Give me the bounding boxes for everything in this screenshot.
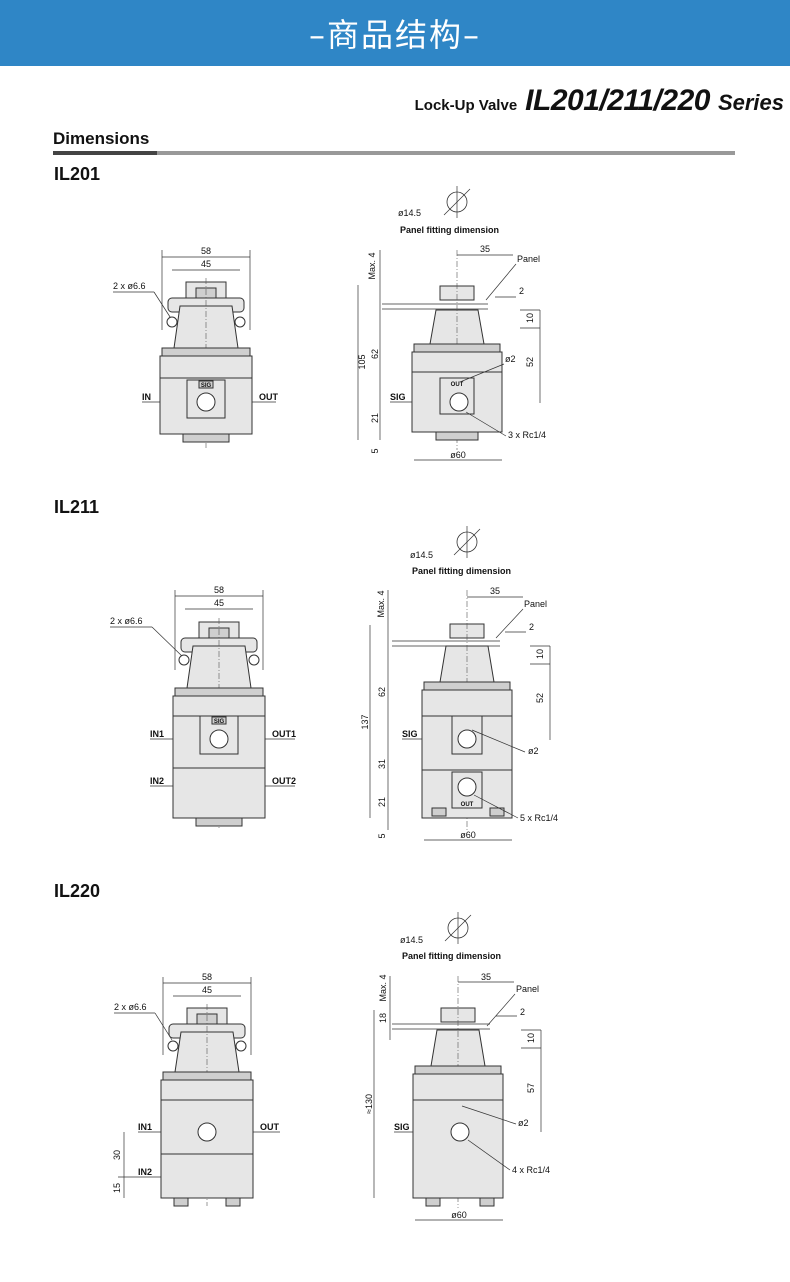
il211-side-sig: SIG <box>402 729 418 739</box>
il220-side-o60: ø60 <box>451 1210 467 1220</box>
il201-side-o2: ø2 <box>505 354 516 364</box>
il220-side-pfdia: ø14.5 <box>400 935 423 945</box>
il201-side-d52: 52 <box>525 357 535 367</box>
il220-side-d2: 2 <box>520 1007 525 1017</box>
il211-side-pflabel: Panel fitting dimension <box>412 566 511 576</box>
series-title: Lock-Up Valve IL201/211/220 Series <box>415 84 784 118</box>
il220-front-d30: 30 <box>112 1150 122 1160</box>
il211-front-out1: OUT1 <box>272 729 296 739</box>
il220-side-ports: 4 x Rc1/4 <box>512 1165 550 1175</box>
il220-side-d18: 18 <box>378 1013 388 1023</box>
il220-front-d15: 15 <box>112 1183 122 1193</box>
il211-side-view: ø14.5 Panel fitting dimension 35 Panel 2… <box>360 526 558 841</box>
il211-front-d45: 45 <box>214 598 224 608</box>
il201-side-d62: 62 <box>370 349 380 359</box>
il220-front-holes: 2 x ø6.6 <box>114 1002 147 1012</box>
il211-front-view: 58 45 2 x ø6.6 SIG IN1 OUT1 IN2 OUT2 <box>110 585 296 828</box>
il220-front-view: 58 45 2 x ø6.6 IN1 OUT IN2 30 15 <box>112 972 280 1207</box>
il211-side-d52: 52 <box>535 693 545 703</box>
il201-front-out: OUT <box>259 392 279 402</box>
il211-side-d21: 21 <box>377 797 387 807</box>
il211-side-d137: 137 <box>360 714 370 729</box>
il211-side-panel: Panel <box>524 599 547 609</box>
section-rule <box>53 151 735 155</box>
series-suffix: Series <box>717 90 784 115</box>
il220-side-d10: 10 <box>526 1033 536 1043</box>
il201-side-d21: 21 <box>370 413 380 423</box>
il220-front-d45: 45 <box>202 985 212 995</box>
il201-side-dmax: Max. 4 <box>367 252 377 279</box>
il211-front-holes: 2 x ø6.6 <box>110 616 143 626</box>
il201-side-d5: 5 <box>370 448 380 453</box>
model-label-il211: IL211 <box>54 497 100 517</box>
il220-side-dmax: Max. 4 <box>378 974 388 1001</box>
il201-side-view: ø14.5 Panel fitting dimension 35 Panel 2… <box>357 186 546 461</box>
il220-front-d58: 58 <box>202 972 212 982</box>
il220-front-in1: IN1 <box>138 1122 152 1132</box>
il211-side-d62: 62 <box>377 687 387 697</box>
il211-side-o2: ø2 <box>528 746 539 756</box>
banner-title: –商品结构– <box>308 16 481 54</box>
il220-side-panel: Panel <box>516 984 539 994</box>
il220-side-d130: ≈130 <box>364 1094 374 1114</box>
il201-side-d2: 2 <box>519 286 524 296</box>
il201-front-holes: 2 x ø6.6 <box>113 281 146 291</box>
il220-side-d35: 35 <box>481 972 491 982</box>
il220-side-d57: 57 <box>526 1083 536 1093</box>
il201-side-pflabel: Panel fitting dimension <box>400 225 499 235</box>
il201-front-d58: 58 <box>201 246 211 256</box>
model-label-il201: IL201 <box>54 164 101 184</box>
il211-side-ports: 5 x Rc1/4 <box>520 813 558 823</box>
il220-front-out: OUT <box>260 1122 280 1132</box>
il201-front-d45: 45 <box>201 259 211 269</box>
il201-side-panel: Panel <box>517 254 540 264</box>
il211-side-d31: 31 <box>377 759 387 769</box>
il211-side-out: OUT <box>461 802 474 808</box>
il211-side-d5: 5 <box>377 833 387 838</box>
il201-side-d105: 105 <box>357 354 367 369</box>
il201-side-sig: SIG <box>390 392 406 402</box>
il201-side-ports: 3 x Rc1/4 <box>508 430 546 440</box>
il211-front-d58: 58 <box>214 585 224 595</box>
il211-front-in2: IN2 <box>150 776 164 786</box>
header-banner: –商品结构– <box>0 0 790 66</box>
il211-side-pfdia: ø14.5 <box>410 550 433 560</box>
il220-side-sig: SIG <box>394 1122 410 1132</box>
il201-front-in: IN <box>142 392 151 402</box>
il220-side-pflabel: Panel fitting dimension <box>402 951 501 961</box>
il211-side-o60: ø60 <box>460 830 476 840</box>
il220-front-in2: IN2 <box>138 1167 152 1177</box>
series-model: IL201/211/220 <box>525 84 710 117</box>
il201-side-d10: 10 <box>525 313 535 323</box>
section-heading: Dimensions <box>53 129 150 148</box>
il211-front-out2: OUT2 <box>272 776 296 786</box>
il201-front-sig: SIG <box>201 383 212 389</box>
il201-side-d35: 35 <box>480 244 490 254</box>
il211-side-d2: 2 <box>529 622 534 632</box>
il211-front-sig: SIG <box>214 719 225 725</box>
il201-side-o60: ø60 <box>450 450 466 460</box>
il220-side-o2: ø2 <box>518 1118 529 1128</box>
il211-side-d35: 35 <box>490 586 500 596</box>
il211-side-dmax: Max. 4 <box>376 590 386 617</box>
il201-front-view: 58 45 2 x ø6.6 SIG IN OUT <box>113 246 279 448</box>
series-prefix: Lock-Up Valve <box>414 97 518 114</box>
il211-front-in1: IN1 <box>150 729 164 739</box>
model-label-il220: IL220 <box>54 881 101 901</box>
il201-side-pfdia: ø14.5 <box>398 208 421 218</box>
il220-side-view: ø14.5 Panel fitting dimension 35 Panel 2… <box>364 912 550 1221</box>
il201-side-out: OUT <box>451 382 464 388</box>
il211-side-d10: 10 <box>535 649 545 659</box>
